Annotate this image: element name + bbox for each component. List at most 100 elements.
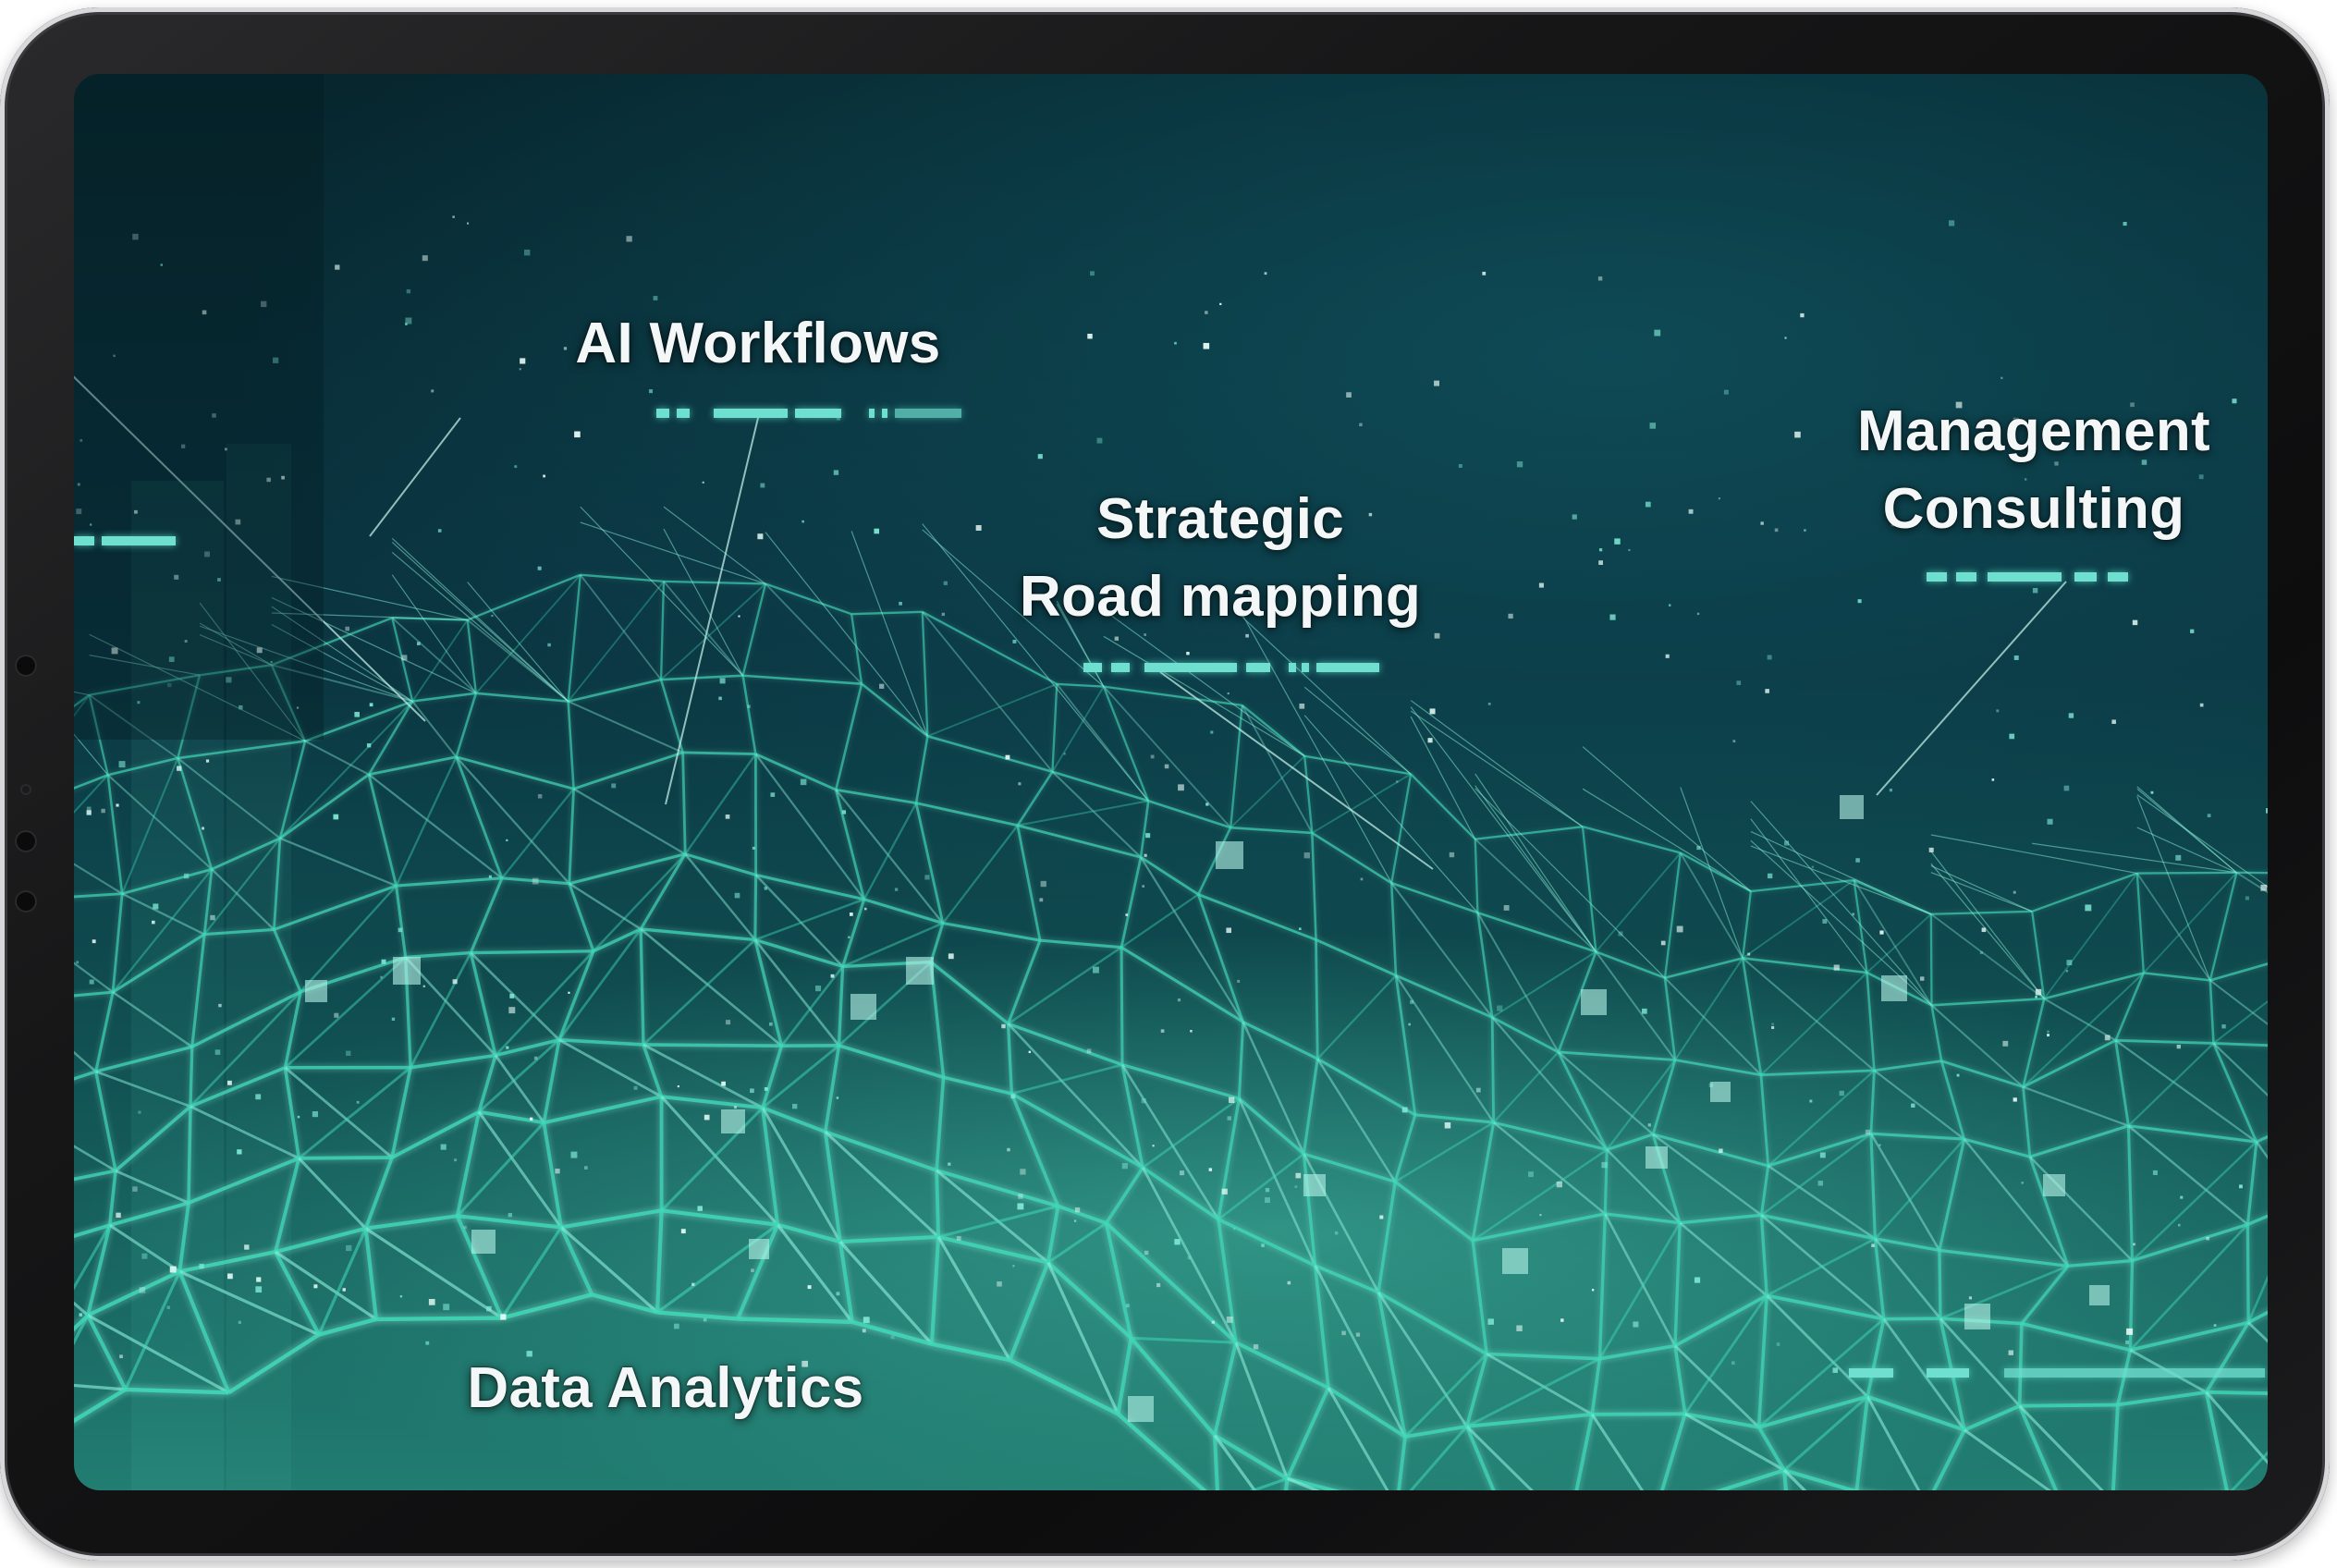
mesh-line: [1007, 1022, 1123, 1067]
mesh-line: [1230, 704, 1243, 828]
particle: [680, 1229, 686, 1234]
mesh-line: [754, 874, 844, 968]
particle: [1855, 858, 1860, 863]
mesh-line: [283, 991, 302, 1069]
mesh-line: [88, 694, 109, 776]
particle: [653, 296, 658, 300]
particle: [547, 643, 551, 647]
mesh-line: [455, 1215, 504, 1319]
particle: [1911, 1103, 1915, 1108]
mesh-line: [227, 1332, 321, 1395]
mesh-line: [1141, 1167, 1238, 1343]
mesh-line: [1129, 1336, 1217, 1437]
mesh-line: [1876, 581, 2067, 796]
mesh-line: [1410, 710, 1584, 827]
mesh-line: [2256, 1134, 2268, 1144]
mesh-line: [661, 1208, 778, 1227]
particle: [924, 875, 930, 880]
mesh-line: [736, 1223, 780, 1320]
particle: [1005, 754, 1010, 760]
mesh-line: [1302, 1059, 1319, 1155]
mesh-line: [177, 740, 306, 760]
mesh-line: [593, 852, 687, 952]
mesh-line: [74, 962, 114, 994]
particle: [792, 1103, 798, 1109]
mesh-line: [929, 961, 1009, 1025]
particle: [1174, 341, 1177, 345]
network-mesh-graphic: [74, 74, 2268, 1490]
mesh-line: [2245, 1141, 2258, 1225]
mesh-line: [456, 1121, 545, 1218]
mesh-line: [1007, 946, 1122, 1025]
particle: [948, 953, 954, 960]
mesh-line: [1652, 1133, 1769, 1168]
particle: [1298, 927, 1302, 931]
mesh-line: [211, 837, 281, 871]
mesh-line: [1311, 831, 1392, 885]
mesh-line: [1474, 826, 1584, 840]
particle: [443, 1304, 450, 1311]
mesh-line: [178, 1269, 320, 1337]
particle: [2104, 1035, 2111, 1041]
mesh-line: [202, 869, 214, 935]
mesh-line: [1853, 879, 1868, 974]
mesh-line: [74, 1388, 127, 1424]
mesh-line: [914, 736, 929, 803]
mesh-line: [765, 532, 928, 737]
particle: [80, 438, 83, 442]
mesh-line: [1409, 1425, 1468, 1490]
mesh-line: [467, 582, 569, 703]
particle: [2066, 960, 2073, 966]
mesh-line: [87, 1269, 181, 1317]
particle: [697, 1206, 703, 1211]
mesh-line: [1242, 613, 1392, 884]
mesh-line: [1750, 845, 1932, 915]
mesh-line: [199, 622, 273, 666]
particle: [1614, 538, 1621, 545]
mesh-line: [2028, 1156, 2134, 1262]
mesh-line: [95, 1070, 191, 1109]
mesh-line: [2246, 1274, 2268, 1324]
particle: [2141, 459, 2147, 465]
mesh-line: [1930, 864, 2033, 913]
mesh-line: [591, 1292, 658, 1315]
mesh-line: [2028, 1156, 2070, 1267]
mesh-line: [368, 755, 457, 777]
mesh-square: [393, 957, 421, 985]
particle: [1210, 730, 1214, 734]
particle: [1889, 789, 1893, 792]
mesh-line: [2129, 1223, 2249, 1352]
mesh-line: [177, 1270, 231, 1394]
particle: [1007, 1147, 1010, 1152]
particle: [890, 1335, 895, 1340]
particle: [1660, 940, 1666, 946]
mesh-line: [640, 927, 783, 1047]
mesh-line: [1016, 771, 1054, 827]
mesh-line: [74, 1145, 116, 1172]
mesh-line: [1057, 682, 1104, 688]
mesh-line: [199, 625, 413, 703]
mesh-line: [2023, 1085, 2129, 1127]
mesh-line: [1410, 716, 1476, 839]
particle: [1227, 1116, 1231, 1121]
mesh-line: [1474, 773, 1597, 952]
mesh-line: [663, 581, 744, 677]
particle: [2126, 1328, 2134, 1335]
mesh-line: [660, 1107, 765, 1212]
mesh-line: [580, 573, 665, 583]
mesh-line: [2127, 1124, 2249, 1226]
mesh-line: [569, 882, 642, 930]
mesh-line: [1866, 972, 1876, 1071]
particle: [520, 358, 526, 364]
mesh-line: [1783, 1395, 1869, 1472]
mesh-line: [471, 949, 593, 955]
mesh-line: [1930, 1004, 2025, 1088]
mesh-line: [1102, 686, 1150, 802]
particle: [1784, 337, 1787, 339]
particle: [1832, 1367, 1839, 1373]
mesh-line: [1140, 856, 1200, 896]
mesh-line: [1286, 1476, 1321, 1490]
mesh-line: [1471, 1121, 1496, 1242]
mesh-line: [931, 1341, 1010, 1363]
